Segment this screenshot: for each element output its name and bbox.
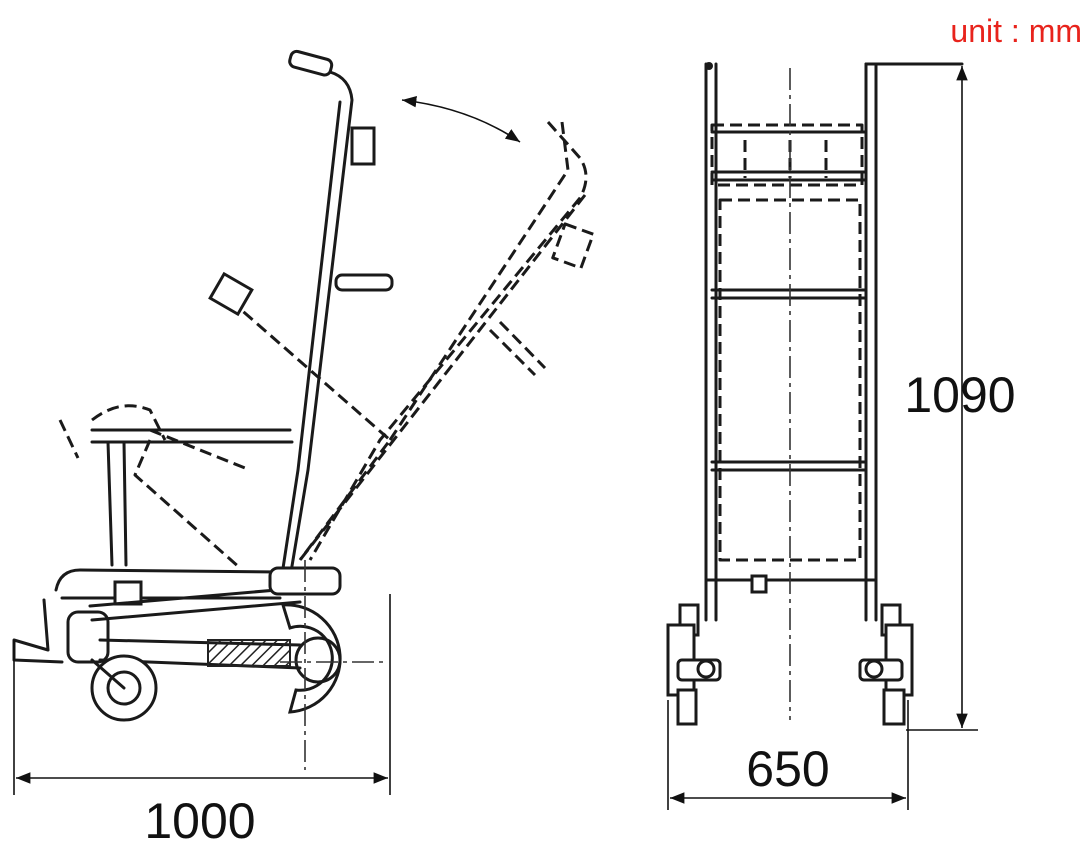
side-view: 1000 xyxy=(12,49,595,849)
unit-label: unit : mm xyxy=(950,13,1082,49)
upright-frame xyxy=(90,49,394,592)
rotation-arrow xyxy=(401,95,521,143)
tilted-frame xyxy=(58,121,595,570)
hatched-block xyxy=(207,639,291,667)
height-dimension: 1090 xyxy=(904,367,1015,423)
rear-wheel xyxy=(281,603,342,714)
width-dimension: 650 xyxy=(746,741,829,797)
front-view: 1090 650 xyxy=(666,62,1016,810)
length-dimension: 1000 xyxy=(144,793,255,849)
